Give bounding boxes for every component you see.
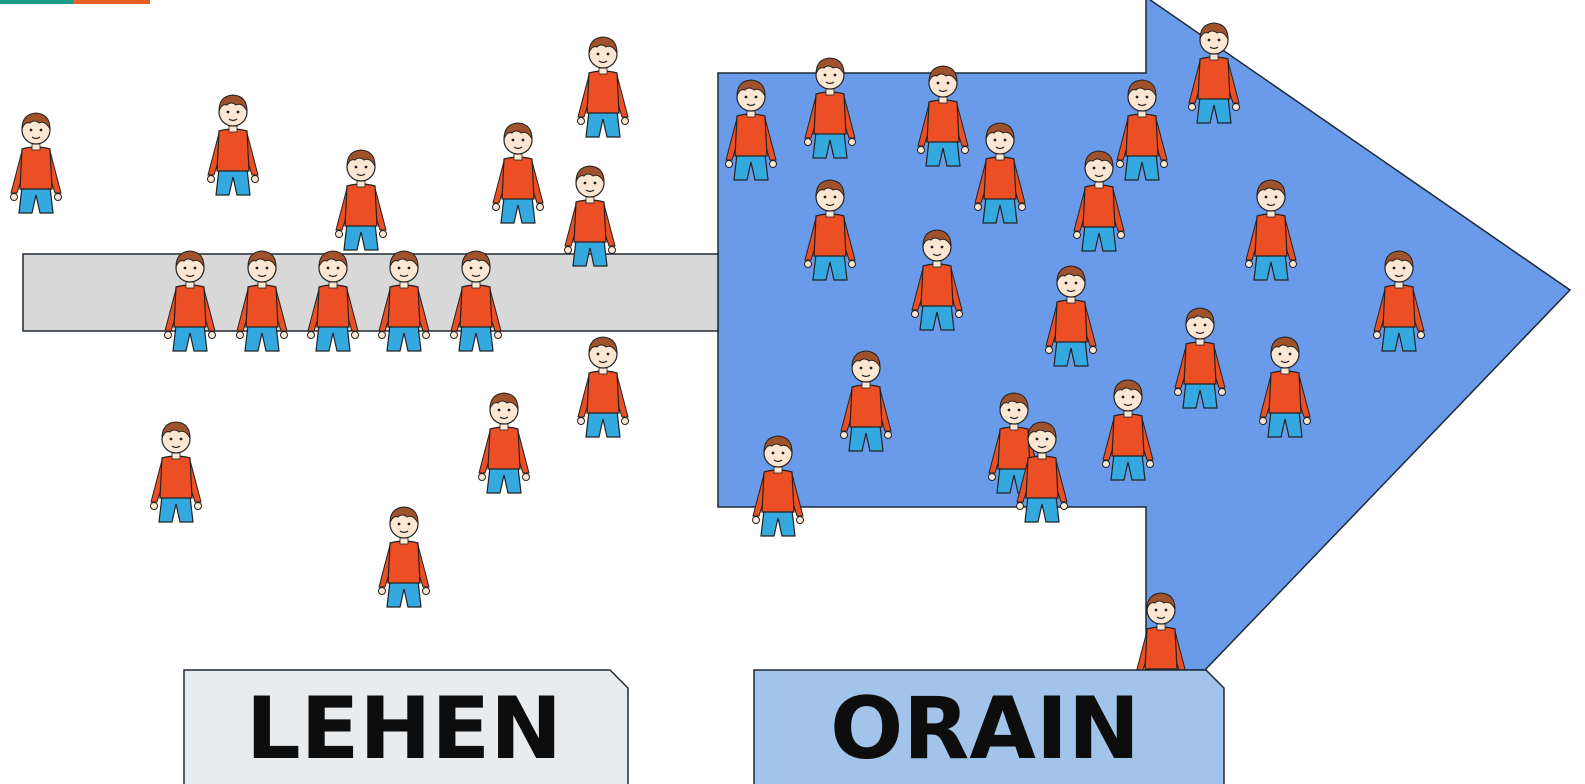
past-label-box: [183, 669, 629, 784]
child-icon: [149, 421, 203, 523]
child-icon: [576, 36, 630, 138]
child-icon: [563, 165, 617, 267]
child-icon: [491, 122, 545, 224]
accent-bar-teal: [0, 0, 73, 4]
past-label: LEHEN: [183, 669, 629, 784]
child-icon: [334, 149, 388, 251]
child-icon: [206, 94, 260, 196]
child-icon: [9, 112, 63, 214]
past-bar: [22, 253, 719, 332]
accent-bar-orange: [73, 0, 150, 4]
child-icon: [377, 506, 431, 608]
present-label-box: [753, 669, 1225, 784]
present-label: ORAIN: [753, 669, 1225, 784]
past-label-text: LEHEN: [246, 679, 562, 779]
child-icon: [576, 336, 630, 438]
child-icon: [477, 392, 531, 494]
present-label-text: ORAIN: [830, 679, 1140, 779]
